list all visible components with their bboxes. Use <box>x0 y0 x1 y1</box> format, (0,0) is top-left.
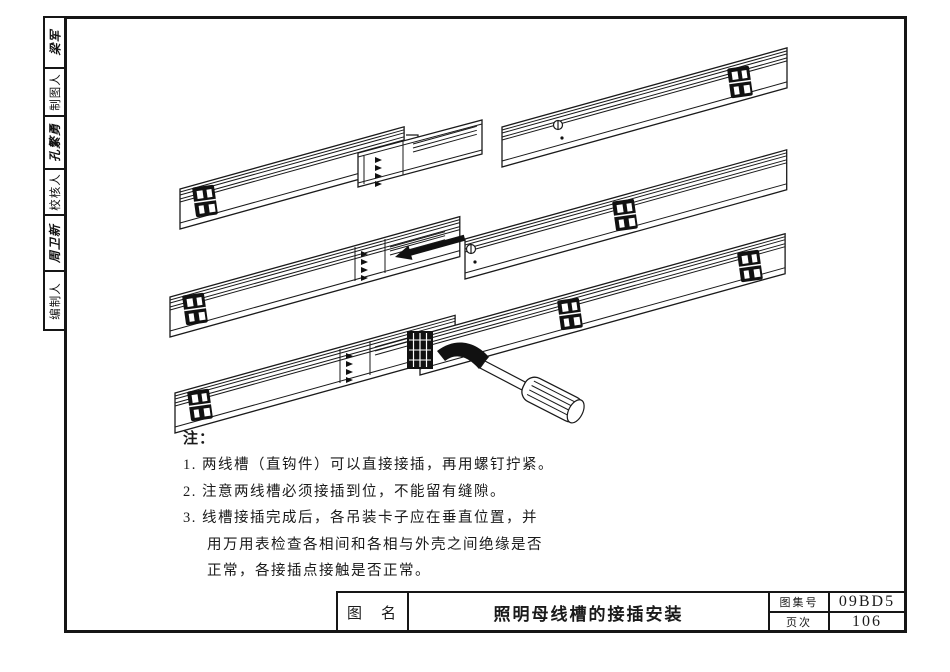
contact-block <box>407 331 433 369</box>
hanger-clip-icon <box>727 65 753 99</box>
page-no-label: 页次 <box>770 613 830 631</box>
screw-icon <box>552 119 564 140</box>
notes-block: 注： 1. 两线槽（直钩件）可以直接接插，再用螺钉拧紧。 2. 注意两线槽必须接… <box>183 426 603 585</box>
notes-heading: 注： <box>183 431 216 447</box>
title-block: 图 名 照明母线槽的接插安装 图集号 09BD5 页次 106 <box>336 591 906 632</box>
compiler-signature: 周卫新 <box>45 216 64 272</box>
busway-segment <box>419 232 786 376</box>
contact-teeth <box>361 251 368 281</box>
drafter-signature: 梁军 <box>45 18 64 69</box>
note-line: 用万用表检查各相间和各相与外壳之间绝缘是否 <box>207 536 543 553</box>
plug-connector <box>357 119 483 188</box>
drawing-title: 照明母线槽的接插安装 <box>409 593 770 631</box>
note-line: 1. 两线槽（直钩件）可以直接接插，再用螺钉拧紧。 <box>183 457 554 473</box>
contact-teeth <box>346 353 353 383</box>
busway-segment <box>501 47 788 168</box>
drawing-name-label: 图 名 <box>338 593 409 631</box>
note-line: 2. 注意两线槽必须接插到位，不能留有缝隙。 <box>183 483 506 500</box>
atlas-no-value: 09BD5 <box>830 593 904 613</box>
page-no-value: 106 <box>852 613 882 630</box>
hanger-clip-icon <box>557 297 583 331</box>
screw-icon <box>465 243 477 264</box>
hanger-clip-icon <box>737 249 763 283</box>
screwdriver-icon <box>437 342 585 424</box>
atlas-no-label: 图集号 <box>770 593 830 613</box>
note-line: 3. 线槽接插完成后，各吊装卡子应在垂直位置，并 <box>183 510 538 526</box>
drafter-label: 制图人 <box>45 69 64 117</box>
busway-segment <box>169 215 461 338</box>
contact-teeth <box>375 157 382 187</box>
hanger-clip-icon <box>612 198 638 232</box>
busway-installation-diagram <box>169 47 788 434</box>
hanger-clip-icon <box>192 184 218 218</box>
hanger-clip-icon <box>187 388 213 422</box>
note-line: 正常，各接插点接触是否正常。 <box>207 563 431 579</box>
insert-direction-arrow-icon <box>395 234 466 260</box>
checker-signature: 孔繁勇 <box>45 117 64 170</box>
hanger-clip-icon <box>182 292 208 326</box>
credits-column: 梁军 制图人 孔繁勇 校核人 周卫新 编制人 <box>43 16 66 331</box>
checker-label: 校核人 <box>45 170 64 216</box>
compiler-label: 编制人 <box>49 281 62 320</box>
